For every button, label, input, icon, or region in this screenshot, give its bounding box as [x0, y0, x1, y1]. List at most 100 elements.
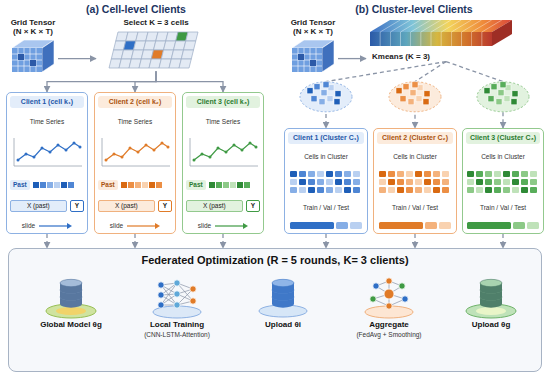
- slide-label: slide: [198, 222, 211, 230]
- cube-cell: [310, 60, 316, 66]
- cylinder-part: [60, 279, 82, 286]
- cluster-cell: [397, 179, 404, 185]
- cluster-cell: [299, 171, 306, 177]
- input-window: X (past): [186, 200, 243, 212]
- step-node: Aggregate(FedAvg + Smoothing): [356, 275, 421, 338]
- cluster-cell: [406, 179, 413, 185]
- cluster-cell: [415, 179, 422, 185]
- cluster-cell: [485, 187, 492, 193]
- strip-cell: [68, 182, 74, 188]
- strip-cell: [244, 182, 250, 188]
- base-core: [56, 307, 86, 315]
- strip-cell: [142, 182, 148, 188]
- chart-axis: [102, 138, 170, 166]
- cluster-cube: [311, 96, 317, 102]
- step-detail: (FedAvg + Smoothing): [356, 331, 421, 339]
- cluster-cell: [406, 171, 413, 177]
- cluster-cube: [512, 91, 518, 97]
- network-node: [158, 292, 164, 298]
- cluster-cube: [307, 88, 313, 94]
- row-group: X (past)Y: [186, 200, 260, 212]
- input-window: X (past): [98, 200, 155, 212]
- cluster-cell: [353, 179, 360, 185]
- cluster-cell: [326, 187, 333, 193]
- cluster-cube: [491, 84, 497, 90]
- cluster-cube: [410, 90, 416, 96]
- cluster-cell: [503, 171, 510, 177]
- grid-cell: [181, 50, 193, 59]
- client-header: Client 2 (Cluster C₂): [377, 132, 453, 144]
- cluster-cell: [512, 187, 519, 193]
- cluster-cube: [500, 82, 506, 88]
- slide-arrow: [126, 222, 160, 230]
- cluster-cell: [299, 187, 306, 193]
- chart-dot: [41, 147, 44, 150]
- grid-cell: [186, 32, 198, 41]
- row-group: slide: [98, 222, 172, 230]
- val-split: [336, 222, 348, 229]
- cluster-cube: [416, 96, 422, 102]
- row-group: Past: [10, 180, 84, 190]
- strip-cell: [149, 182, 155, 188]
- tensor-node: Grid Tensor (N × K × T): [288, 18, 338, 74]
- client-header: Client 2 (cell k₂): [98, 96, 172, 108]
- chart-dot: [73, 142, 76, 145]
- step-label: Upload θi: [265, 320, 301, 330]
- row-group: slide: [186, 222, 260, 230]
- chart-dot: [241, 149, 244, 152]
- chart-dot: [129, 147, 132, 150]
- connector-arrow: [58, 58, 96, 59]
- cluster-cell: [353, 171, 360, 177]
- slab-grid: [411, 20, 431, 32]
- network-node: [384, 289, 394, 299]
- split-label: Train / Val / Test: [303, 204, 349, 212]
- cluster-cells: [465, 170, 541, 196]
- slide-line: [215, 225, 243, 226]
- cluster-cube: [424, 91, 430, 97]
- strip-cell: [121, 182, 127, 188]
- dashed-arrow: [502, 234, 503, 248]
- step-icon: [259, 279, 307, 317]
- cluster-cube: [327, 96, 333, 102]
- chart-dot: [233, 144, 236, 147]
- network-node: [399, 283, 405, 289]
- slab-grid: [461, 32, 462, 46]
- cluster-cube: [496, 99, 502, 105]
- cluster-cell: [290, 171, 297, 177]
- network-node: [370, 296, 376, 302]
- test-split: [527, 222, 539, 229]
- cylinder-part: [480, 279, 502, 286]
- cluster-cell: [299, 179, 306, 185]
- cluster-blob: [477, 82, 529, 112]
- cluster-cell: [308, 171, 315, 177]
- cube-grid: [292, 54, 322, 55]
- step-node: Global Model θg: [40, 275, 102, 330]
- slab-front: [370, 32, 492, 46]
- time-series-chart: [98, 136, 172, 170]
- cluster-cell: [494, 179, 501, 185]
- strip-cell: [40, 182, 46, 188]
- cluster-outline: [477, 82, 529, 112]
- time-series-chart: [186, 136, 260, 170]
- val-split: [513, 222, 525, 229]
- cluster-cube: [323, 82, 329, 88]
- slab-grid: [451, 32, 452, 46]
- connector-arrow: [135, 71, 156, 92]
- cluster-cell: [442, 179, 449, 185]
- split-bar: [377, 221, 453, 230]
- row-group: Past: [186, 180, 260, 190]
- slide-line: [127, 225, 155, 226]
- cluster-cell: [512, 179, 519, 185]
- series-label: Time Series: [30, 118, 64, 126]
- strip-cell: [216, 182, 222, 188]
- cluster-cells: [377, 170, 453, 196]
- cluster-cell: [344, 171, 351, 177]
- chart-dot: [153, 149, 156, 152]
- slab-top: [370, 20, 512, 32]
- cluster-cube: [314, 84, 320, 90]
- connector-arrow: [338, 58, 366, 59]
- cluster-cell: [406, 187, 413, 193]
- client-header: Client 3 (cell k₃): [186, 96, 260, 108]
- network-node: [190, 286, 196, 292]
